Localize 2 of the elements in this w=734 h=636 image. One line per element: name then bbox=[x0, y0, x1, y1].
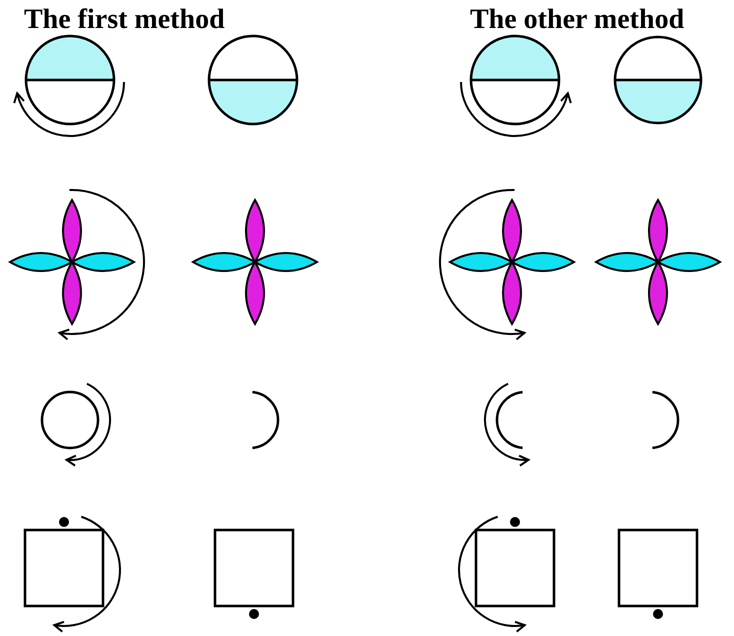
column-heading: The other method bbox=[470, 4, 684, 36]
column-heading: The first method bbox=[24, 4, 225, 36]
